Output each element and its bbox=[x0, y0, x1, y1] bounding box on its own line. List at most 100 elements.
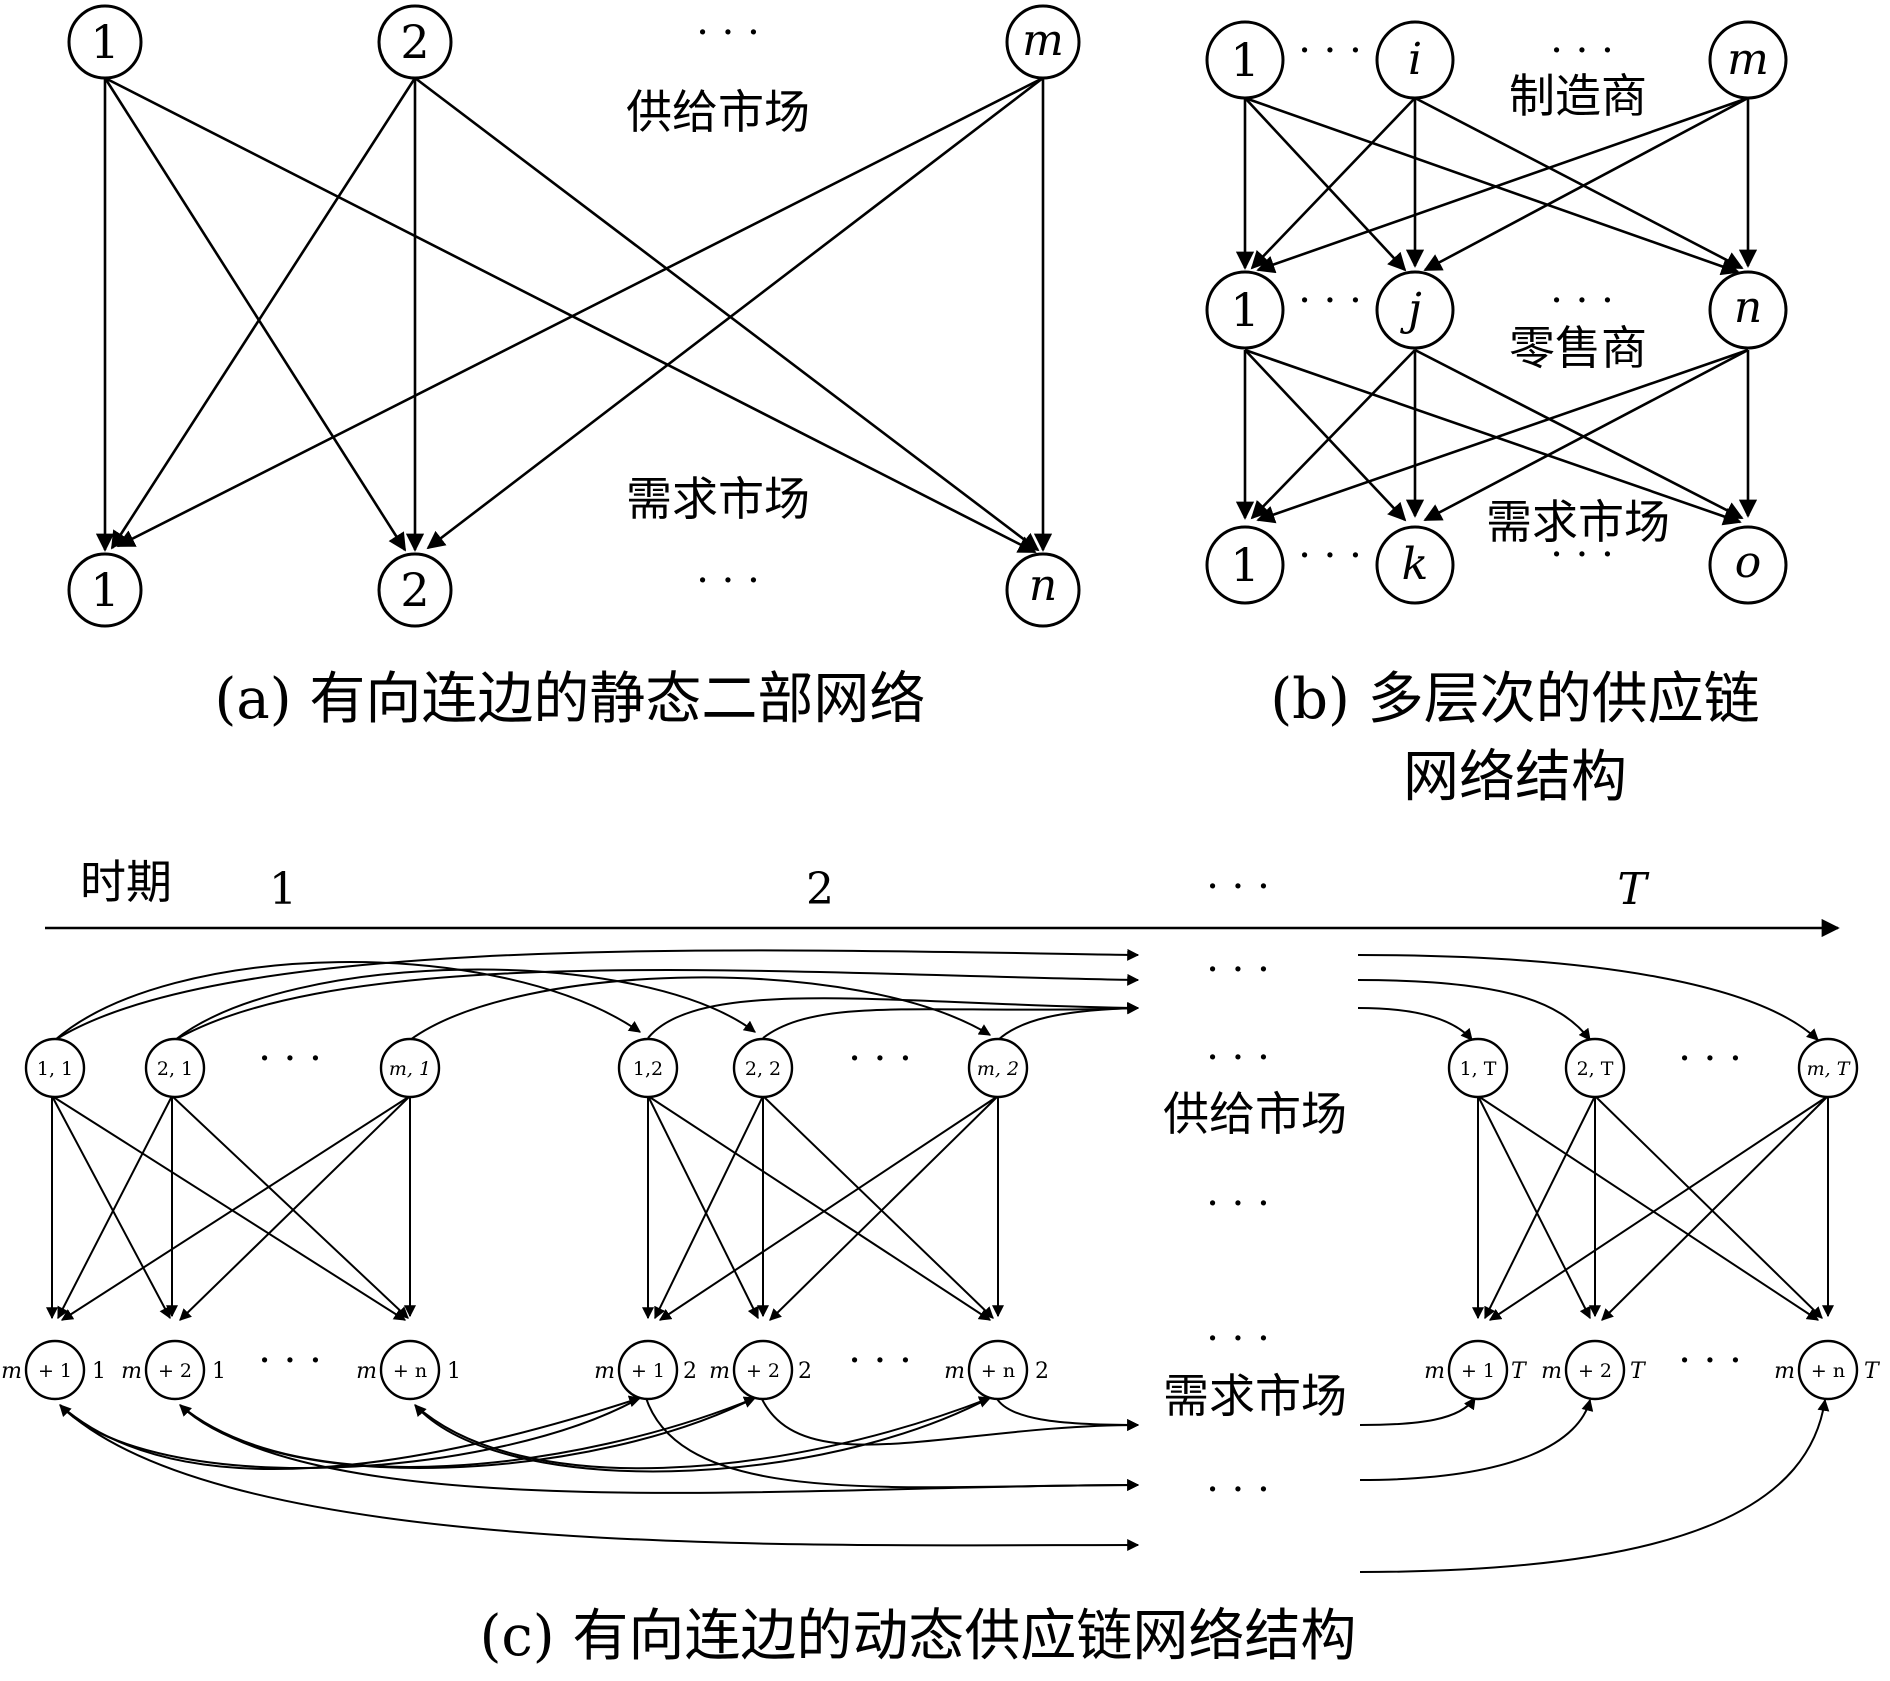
svg-text:2, T: 2, T bbox=[1577, 1058, 1614, 1080]
demand-node-m1-T: m + 1 T bbox=[1424, 1339, 1528, 1401]
svg-text:1: 1 bbox=[90, 563, 119, 617]
svg-text:1: 1 bbox=[447, 1359, 461, 1384]
panel-a-demand-node-2: 2 bbox=[377, 552, 453, 628]
period-T-bottom-dots: · · · bbox=[1678, 1338, 1742, 1384]
panel-a-supply-label: 供给市场 bbox=[626, 85, 810, 139]
supply-node-1-1: 1, 1 bbox=[24, 1037, 86, 1099]
svg-text:+ 2: + 2 bbox=[158, 1360, 192, 1382]
panel-a-caption: (a) 有向连边的静态二部网络 bbox=[215, 667, 926, 732]
demand-backward-arcs bbox=[59, 1394, 1830, 1573]
panel-c-caption: (c) 有向连边的动态供应链网络结构 bbox=[480, 1604, 1357, 1669]
svg-text:n: n bbox=[1029, 560, 1057, 611]
svg-text:2: 2 bbox=[400, 15, 429, 69]
panel-a-supply-node-2: 2 bbox=[377, 4, 453, 80]
svg-text:m: m bbox=[944, 1359, 965, 1384]
svg-text:m: m bbox=[1022, 15, 1064, 66]
svg-text:1: 1 bbox=[1230, 538, 1259, 592]
period-2-bottom-dots: · · · bbox=[848, 1338, 912, 1384]
svg-text:m: m bbox=[1541, 1359, 1562, 1384]
supply-node-2-1: 2, 1 bbox=[144, 1037, 206, 1099]
period-2-edges bbox=[642, 1095, 1004, 1321]
svg-text:i: i bbox=[1408, 34, 1422, 85]
panel-a-top-dots: · · · bbox=[696, 10, 760, 56]
period-tick-dots: · · · bbox=[1206, 864, 1270, 910]
period-tick-1: 1 bbox=[269, 864, 297, 915]
svg-text:+ 2: + 2 bbox=[1578, 1360, 1612, 1382]
panel-a-demand-node-n: n bbox=[1005, 552, 1081, 628]
panel-b-caption-line1: (b) 多层次的供应链 bbox=[1270, 667, 1759, 732]
svg-text:1: 1 bbox=[1230, 33, 1259, 87]
svg-text:m: m bbox=[1774, 1359, 1795, 1384]
supply-node-2-T: 2, T bbox=[1564, 1037, 1626, 1099]
panel-b-caption-line2: 网络结构 bbox=[1403, 745, 1627, 810]
supply-node-2-2: 2, 2 bbox=[732, 1037, 794, 1099]
svg-text:2, 2: 2, 2 bbox=[745, 1058, 781, 1080]
panel-b-row2-dots-left: · · · bbox=[1298, 278, 1362, 324]
demand-node-mn-T: m + n T bbox=[1774, 1339, 1881, 1401]
panel-b-manufacturer-node-1: 1 bbox=[1205, 20, 1285, 100]
svg-text:m: m bbox=[121, 1359, 142, 1384]
panel-a-demand-node-1: 1 bbox=[67, 552, 143, 628]
svg-text:T: T bbox=[1630, 1359, 1647, 1384]
svg-text:2, 1: 2, 1 bbox=[157, 1058, 193, 1080]
panel-b-row3-dots-right: · · · bbox=[1550, 532, 1614, 578]
panel-b-row1-dots-left: · · · bbox=[1298, 28, 1362, 74]
gap-dots-middle: · · · bbox=[1206, 1181, 1270, 1227]
svg-text:1,2: 1,2 bbox=[633, 1058, 663, 1080]
svg-text:2: 2 bbox=[400, 563, 429, 617]
panel-b-demand-node-1: 1 bbox=[1205, 525, 1285, 605]
svg-text:2: 2 bbox=[683, 1359, 697, 1384]
svg-text:m: m bbox=[1727, 34, 1769, 85]
panel-c: 时期 1 2 · · · T bbox=[1, 855, 1881, 1669]
period-T-edges bbox=[1472, 1095, 1834, 1321]
svg-text:n: n bbox=[1734, 282, 1762, 333]
svg-text:2: 2 bbox=[1035, 1359, 1049, 1384]
svg-text:1: 1 bbox=[92, 1359, 106, 1384]
period-tick-T: T bbox=[1617, 864, 1650, 915]
svg-text:1, T: 1, T bbox=[1460, 1058, 1497, 1080]
svg-text:1, 1: 1, 1 bbox=[37, 1058, 73, 1080]
demand-node-mn-2: m + n 2 bbox=[944, 1339, 1049, 1401]
svg-text:+ n: + n bbox=[393, 1360, 427, 1382]
period-label: 时期 bbox=[80, 855, 172, 909]
panel-b-manufacturer-node-i: i bbox=[1375, 20, 1455, 100]
svg-text:+ n: + n bbox=[981, 1360, 1015, 1382]
svg-text:2: 2 bbox=[798, 1359, 812, 1384]
svg-text:+ n: + n bbox=[1811, 1360, 1845, 1382]
panel-b-demand-node-o: o bbox=[1708, 525, 1788, 605]
gap-dots-supply: · · · bbox=[1206, 1035, 1270, 1081]
svg-text:o: o bbox=[1735, 537, 1762, 588]
panel-b-row1-dots-right: · · · bbox=[1550, 28, 1614, 74]
demand-node-m2-T: m + 2 T bbox=[1541, 1339, 1647, 1401]
svg-text:m, 2: m, 2 bbox=[977, 1058, 1019, 1080]
svg-text:+ 1: + 1 bbox=[38, 1360, 72, 1382]
panel-b-edges bbox=[1235, 96, 1758, 526]
supply-forward-arcs bbox=[54, 948, 1819, 1041]
svg-text:m: m bbox=[709, 1359, 730, 1384]
period-1-edges bbox=[46, 1095, 416, 1321]
panel-b-manufacturer-node-m: m bbox=[1708, 20, 1788, 100]
demand-node-m1-2: m + 1 2 bbox=[594, 1339, 697, 1401]
supply-node-1-T: 1, T bbox=[1447, 1037, 1509, 1099]
period-1-bottom-dots: · · · bbox=[258, 1338, 322, 1384]
panel-b-demand-node-k: k bbox=[1375, 525, 1455, 605]
panel-b-retailer-node-n: n bbox=[1708, 270, 1788, 350]
svg-text:k: k bbox=[1402, 539, 1429, 590]
panel-a-edges bbox=[95, 76, 1053, 554]
panel-a-supply-node-1: 1 bbox=[67, 4, 143, 80]
panel-b-row3-dots-left: · · · bbox=[1298, 533, 1362, 579]
svg-text:m, T: m, T bbox=[1807, 1058, 1851, 1080]
svg-text:T: T bbox=[1864, 1359, 1881, 1384]
period-2-top-dots: · · · bbox=[848, 1036, 912, 1082]
svg-text:T: T bbox=[1511, 1359, 1528, 1384]
panel-b-retailer-node-j: j bbox=[1375, 270, 1455, 350]
panel-b-retailer-node-1: 1 bbox=[1205, 270, 1285, 350]
panel-b-manufacturer-label: 制造商 bbox=[1509, 69, 1647, 123]
gap-dots-bottom: · · · bbox=[1206, 1467, 1270, 1513]
demand-node-m2-2: m + 2 2 bbox=[709, 1339, 812, 1401]
svg-text:m: m bbox=[356, 1359, 377, 1384]
svg-text:1: 1 bbox=[212, 1359, 226, 1384]
panel-a: 1 2 m · · · 供给市场 需求市场 1 2 n · · · (a) 有向… bbox=[67, 4, 1081, 732]
panel-b: 1 i m · · · · · · 制造商 1 j n · · · · · · … bbox=[1205, 20, 1788, 810]
